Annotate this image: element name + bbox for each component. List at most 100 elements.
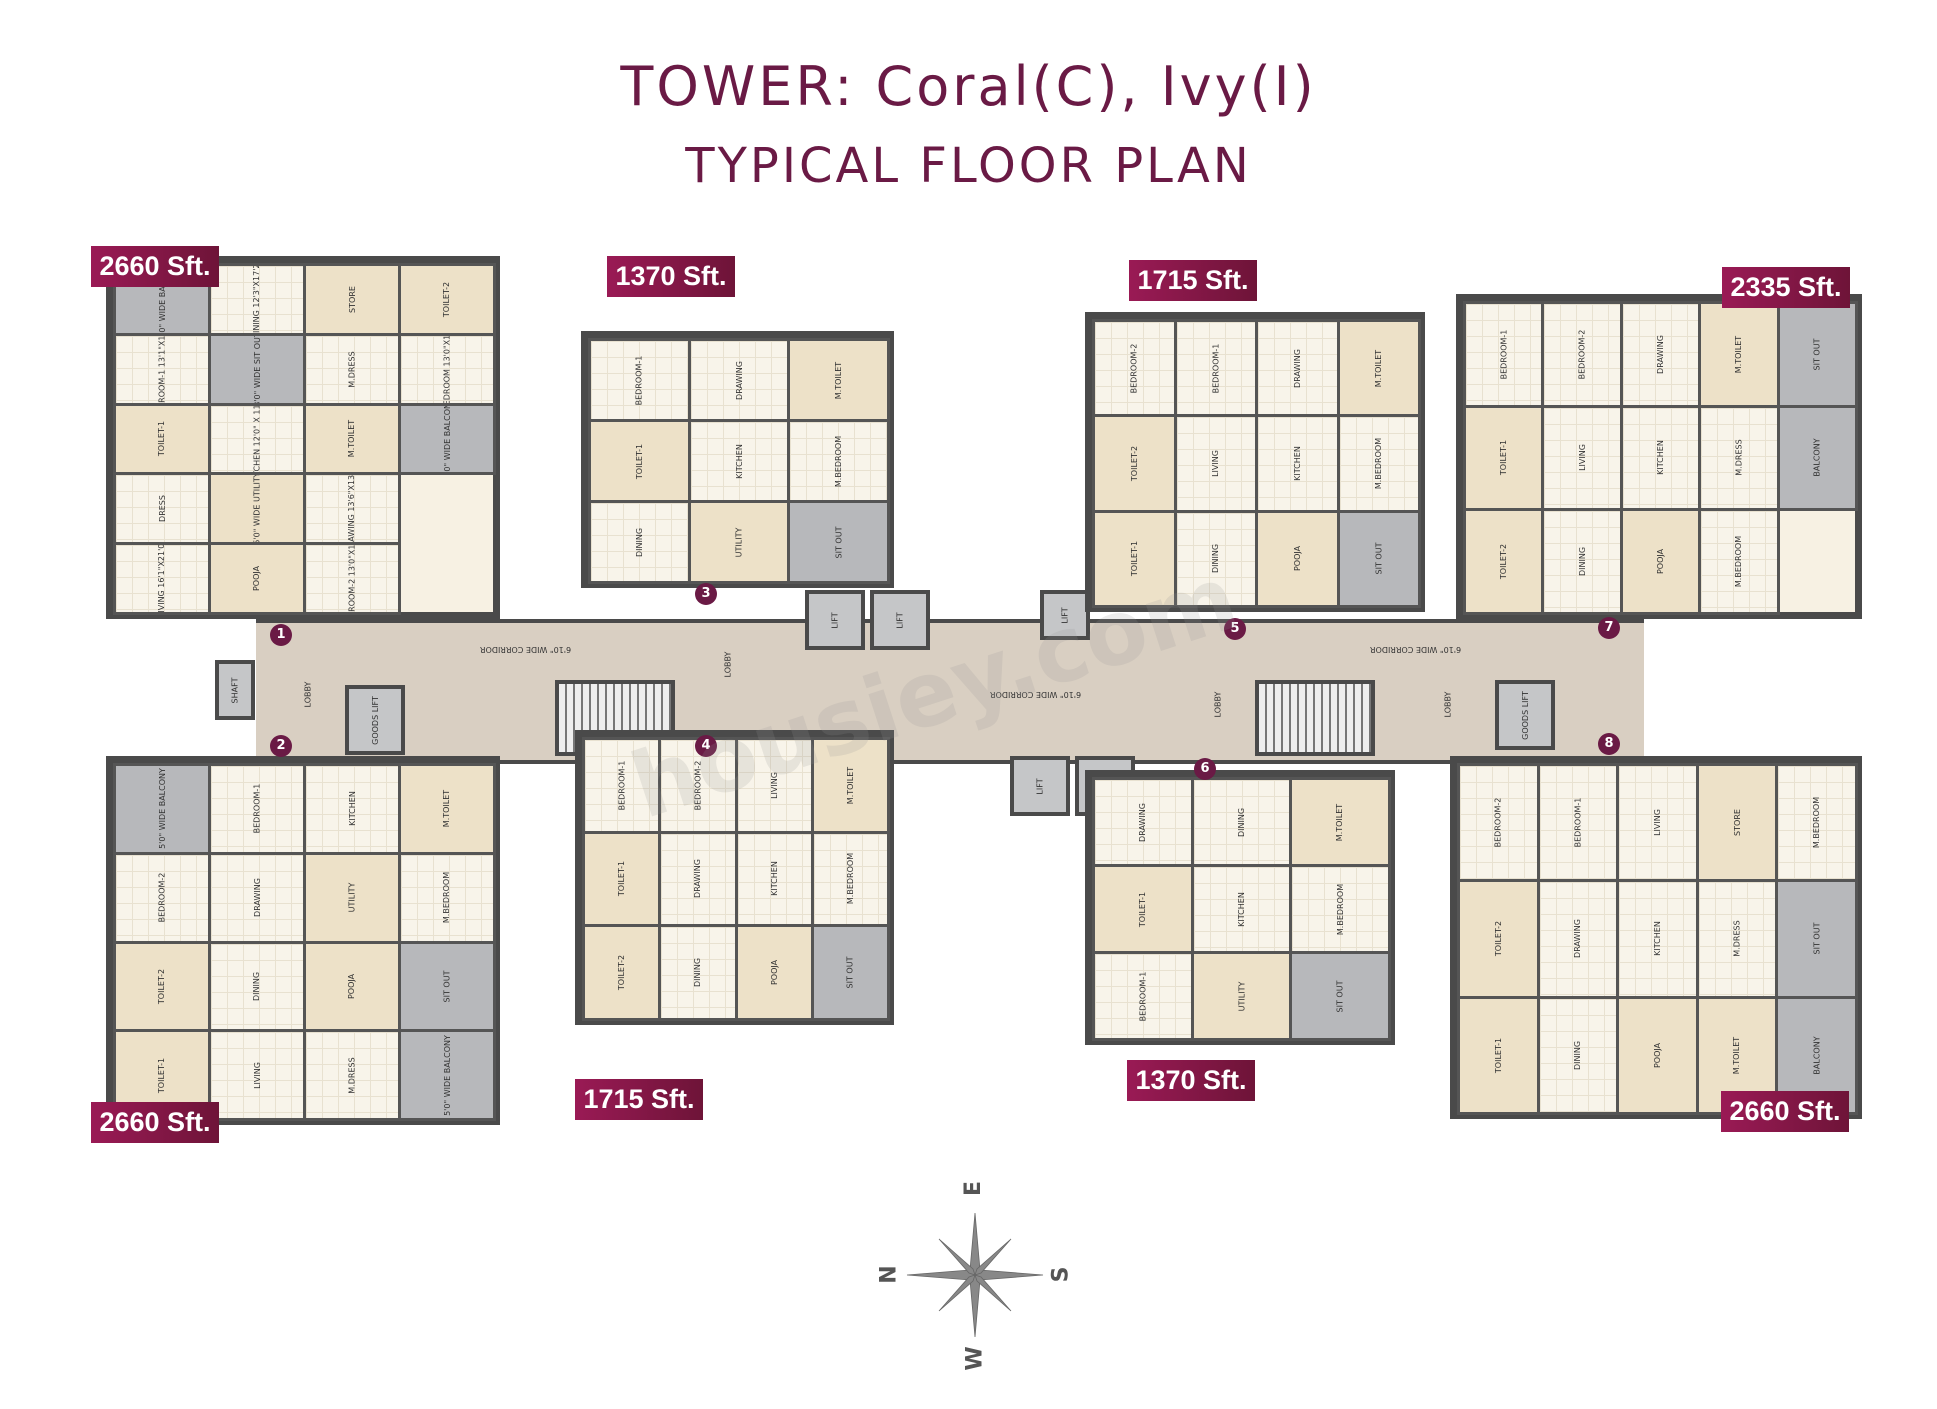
room-label: M.BEDROOM bbox=[442, 872, 452, 924]
room: DRAWING bbox=[1536, 879, 1620, 999]
room-label: 5'0" WIDE UTILITY bbox=[252, 472, 262, 545]
room: BEDROOM-2 13'0"X13'0" bbox=[303, 542, 401, 615]
room-label: M.BEDROOM bbox=[834, 435, 844, 487]
room: BEDROOM-1 bbox=[208, 763, 306, 855]
room-label: POOJA bbox=[252, 566, 262, 592]
corridor bbox=[256, 619, 1644, 764]
room-label: TOILET-1 bbox=[634, 443, 644, 479]
room: STORE bbox=[303, 263, 401, 336]
room-label: UTILITY bbox=[734, 527, 744, 557]
room-label: DRAWING bbox=[1292, 348, 1302, 388]
room-label: M.TOILET bbox=[1734, 335, 1744, 374]
room: DINING bbox=[1541, 508, 1623, 615]
room: DRAWING bbox=[658, 830, 738, 928]
room-label: BEDROOM-1 bbox=[617, 760, 627, 811]
room: M.TOILET bbox=[1698, 301, 1780, 408]
room-label: BEDROOM-2 13'0"X13'0" bbox=[347, 542, 357, 615]
lift: LIFT bbox=[1010, 756, 1070, 816]
corridor-label: 6'10" WIDE CORRIDOR bbox=[480, 645, 572, 654]
core-label: GOODS LIFT bbox=[370, 695, 380, 745]
room: LIVING bbox=[1541, 404, 1623, 512]
room: POOJA bbox=[1616, 995, 1699, 1115]
room-label: BEDROOM-1 bbox=[634, 355, 644, 405]
room: M.DRESS bbox=[1698, 404, 1780, 512]
goods-lift: GOODS LIFT bbox=[1495, 680, 1555, 750]
room-label: SIT OUT bbox=[1812, 923, 1822, 955]
unit-number: 1 bbox=[270, 624, 292, 646]
staircase bbox=[1255, 680, 1375, 756]
room: DINING bbox=[658, 924, 738, 1021]
compass-n: N bbox=[876, 1265, 902, 1284]
room-label: KITCHEN bbox=[1655, 440, 1665, 476]
room: M.BEDROOM bbox=[1698, 508, 1780, 615]
room: BEDROOM-1 13'1"X13'0" bbox=[113, 332, 211, 406]
room-label: M.TOILET bbox=[834, 361, 844, 399]
room-label: BEDROOM-2 bbox=[1493, 797, 1503, 848]
unit-area-label: 2660 Sft. bbox=[91, 1102, 219, 1143]
room-label: TOILET-2 bbox=[617, 955, 627, 991]
room-label: DRAWING bbox=[252, 878, 262, 918]
room: M.BEDROOM bbox=[1289, 864, 1391, 954]
room: UTILITY bbox=[687, 500, 791, 584]
room-label: BEDROOM-1 13'1"X13'0" bbox=[157, 332, 167, 406]
room-label: DRAWING bbox=[1138, 802, 1148, 842]
room: DINING bbox=[1190, 777, 1293, 867]
room: TOILET-2 bbox=[113, 940, 211, 1033]
room: TOILET-1 bbox=[582, 830, 662, 928]
lobby-label: LOBBY bbox=[1443, 691, 1453, 718]
room: M.BEDROOM bbox=[1775, 763, 1858, 883]
room-label: BEDROOM-1 bbox=[252, 784, 262, 834]
unit-number: 6 bbox=[1194, 758, 1216, 780]
room-label: TOILET-1 bbox=[157, 421, 167, 457]
room-label: LIVING bbox=[1577, 444, 1587, 472]
room-label: 5'0" WIDE BALCONY bbox=[442, 1034, 452, 1116]
room-label: UTILITY bbox=[1236, 981, 1246, 1011]
room-label: KITCHEN bbox=[734, 443, 744, 479]
room: BEDROOM-1 bbox=[1463, 301, 1545, 408]
room: KITCHEN bbox=[687, 419, 791, 503]
room: BALCONY bbox=[1776, 404, 1858, 512]
unit-area-label: 2335 Sft. bbox=[1722, 267, 1850, 308]
room: DRAWING bbox=[687, 338, 791, 422]
room: M.TOILET bbox=[787, 338, 890, 422]
room-label: POOJA bbox=[1292, 546, 1302, 572]
room: SIT OUT bbox=[787, 500, 890, 584]
room: LIVING bbox=[1173, 414, 1258, 513]
room-label: 8'0" WIDE SIT OUT bbox=[252, 332, 262, 406]
room-label: KITCHEN bbox=[347, 791, 357, 827]
room-label: M.BEDROOM bbox=[845, 853, 855, 905]
room-label: M.DRESS bbox=[347, 1056, 357, 1094]
room-label: M.TOILET bbox=[347, 420, 357, 458]
room: DINING bbox=[1173, 509, 1258, 608]
room: TOILET-1 bbox=[113, 402, 211, 476]
room-label: DRAWING 13'6"X13'0" bbox=[347, 472, 357, 546]
room-label: TOILET-1 bbox=[1138, 891, 1148, 927]
room: BEDROOM-2 bbox=[1092, 319, 1177, 418]
unit-area-label: 1370 Sft. bbox=[607, 256, 735, 297]
room: KITCHEN bbox=[1619, 404, 1702, 512]
unit-area-label: 1370 Sft. bbox=[1127, 1060, 1255, 1101]
room-label: M.BEDROOM bbox=[1335, 883, 1345, 935]
room: BEDROOM-1 bbox=[1536, 763, 1620, 883]
room-label: M.TOILET bbox=[1732, 1036, 1742, 1075]
core-label: GOODS LIFT bbox=[1520, 690, 1530, 740]
room: KITCHEN bbox=[1255, 414, 1340, 513]
lift: LIFT bbox=[1040, 590, 1090, 640]
unit-number: 5 bbox=[1224, 618, 1246, 640]
room-label: M.BEDROOM bbox=[1374, 437, 1384, 490]
room-label: DINING 12'3"X17'2" bbox=[252, 263, 262, 336]
room: M.TOILET bbox=[810, 737, 890, 834]
unit-number: 7 bbox=[1598, 617, 1620, 639]
room-label: 5'0" WIDE BALCONY bbox=[157, 768, 167, 850]
room-label: POOJA bbox=[1655, 549, 1665, 575]
room-label: KITCHEN 12'0" X 11'2" bbox=[252, 402, 262, 476]
room-label: KITCHEN bbox=[1652, 921, 1662, 957]
room: M.TOILET bbox=[303, 402, 401, 476]
room-label: SIT OUT bbox=[845, 956, 855, 989]
room-label: LIVING bbox=[252, 1061, 262, 1089]
room: M.TOILET bbox=[1289, 777, 1391, 867]
